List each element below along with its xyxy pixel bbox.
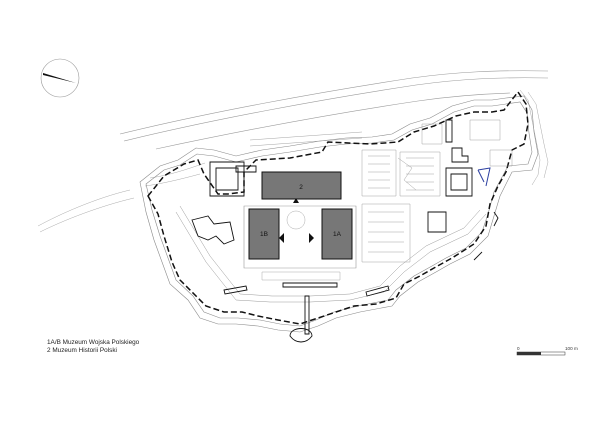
central-courtyard [243,205,357,281]
fortification-walls [139,95,539,333]
museum-building-2[interactable]: 2 [261,171,342,200]
legend-item-1: 1A/B Muzeum Wojska Polskiego [47,339,140,346]
museum-building-1a[interactable]: 1A [321,208,353,260]
existing-buildings [191,119,499,343]
site-boundary [147,90,529,325]
building-1a-label: 1A [333,231,342,238]
legend-item-2: 2 Muzeum Historii Polski [47,347,117,355]
legend: 1A/B Muzeum Wojska Polskiego 2 Muzeum Hi… [47,339,139,355]
built-up-area [249,119,513,263]
railway-lines [119,70,549,150]
scale-end-label: 100 m [565,346,578,351]
scale-bar: 0 100 m [516,346,578,356]
museum-building-1b[interactable]: 1B [248,208,280,260]
inner-walls [175,205,487,303]
courtyard-arrows [279,198,314,243]
building-1b-label: 1B [260,231,268,238]
east-gate-marker [477,167,491,187]
north-arrow-icon [40,58,80,98]
escarpment [37,89,549,233]
scale-start-label: 0 [517,346,520,351]
building-2-label: 2 [299,184,303,191]
